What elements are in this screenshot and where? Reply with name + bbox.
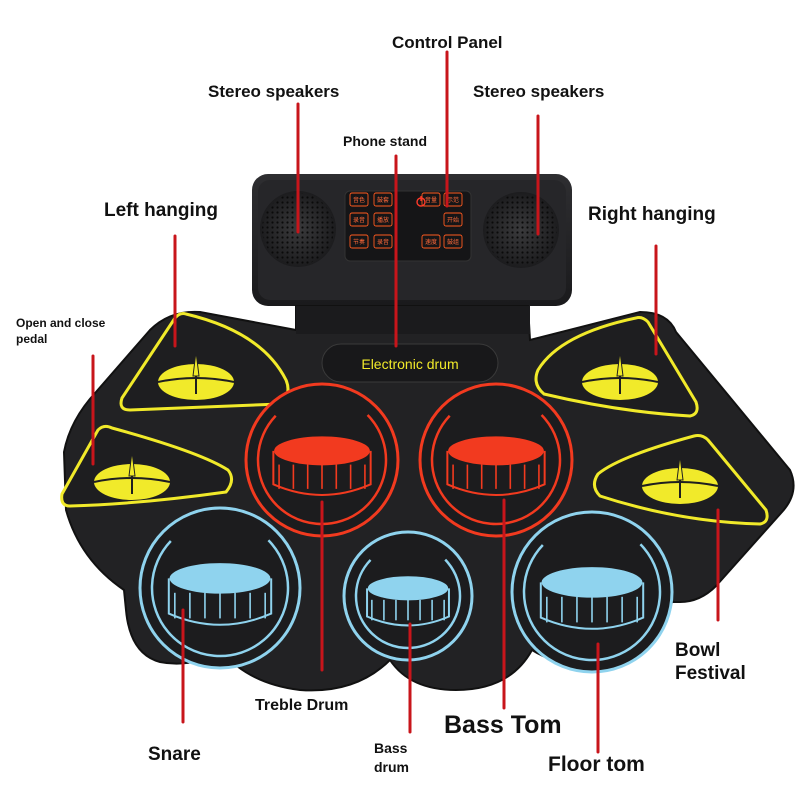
label-pedal-line1: Open and close [16,316,106,330]
label-bass-drum-line2: drum [374,759,409,775]
label-bowl-line1: Bowl [675,640,721,661]
phone-stand [296,306,530,334]
panel-button[interactable]: 录音 [373,234,393,249]
drum-icon [167,561,273,626]
drum-icon [272,434,372,496]
label-bass-tom: Bass Tom [444,711,562,739]
cymbal-icon [581,351,659,400]
svg-text:示范: 示范 [447,196,459,204]
drum-pad-treble-right[interactable] [406,370,586,550]
label-snare: Snare [148,744,201,765]
drum-icon [366,574,450,627]
label-left-hanging: Left hanging [104,200,218,221]
control-panel[interactable]: 音色鼓套音量示范录音播放开始节奏录音速度鼓组 [344,190,472,262]
svg-text:开始: 开始 [447,216,459,224]
drum-pad-bass-drum[interactable] [335,523,482,670]
label-stereo-speakers-right: Stereo speakers [473,82,605,101]
cymbal-pad-left-hanging[interactable] [119,312,290,412]
svg-text:音色: 音色 [353,196,365,204]
label-pedal-line2: pedal [16,332,48,346]
svg-text:录音: 录音 [353,216,365,224]
cymbal-icon [641,455,719,504]
name-plate: Electronic drum [321,343,499,383]
label-phone-stand: Phone stand [343,133,428,149]
panel-button[interactable]: 播放 [373,212,393,227]
label-floor-tom: Floor tom [548,753,645,776]
label-bowl-line2: Festival [675,663,746,684]
cymbal-icon [93,451,171,500]
drum-icon [446,434,546,496]
svg-text:鼓套: 鼓套 [377,196,389,204]
svg-text:播放: 播放 [377,216,389,224]
panel-button[interactable]: 鼓组 [443,234,463,249]
panel-button[interactable]: 录音 [349,212,369,227]
drum-pad-snare[interactable] [124,492,316,684]
drum-pad-floor-tom[interactable] [496,496,688,688]
cymbal-pad-open-close-pedal[interactable] [60,424,233,508]
drum-icon [539,565,645,630]
svg-text:鼓组: 鼓组 [447,238,459,246]
panel-button[interactable]: 开始 [443,212,463,227]
power-icon[interactable] [416,196,426,207]
svg-text:速度: 速度 [425,238,437,246]
svg-text:节奏: 节奏 [353,238,365,246]
svg-text:音量: 音量 [425,196,437,204]
speaker-grille-icon [483,192,559,268]
label-bass-drum-line1: Bass [374,740,408,756]
panel-button[interactable]: 音量 [421,192,441,207]
label-right-hanging: Right hanging [588,204,716,225]
svg-text:Electronic drum: Electronic drum [361,356,458,372]
svg-text:录音: 录音 [377,238,389,246]
speaker-box: 音色鼓套音量示范录音播放开始节奏录音速度鼓组 [252,174,572,306]
label-treble-drum: Treble Drum [255,697,349,714]
panel-button[interactable]: 示范 [443,192,463,207]
panel-button[interactable]: 音色 [349,192,369,207]
panel-button[interactable]: 速度 [421,234,441,249]
cymbal-icon [157,351,235,400]
panel-button[interactable]: 鼓套 [373,192,393,207]
panel-button[interactable]: 节奏 [349,234,369,249]
label-stereo-speakers-left: Stereo speakers [208,82,340,101]
cymbal-pad-bowl-festival[interactable] [593,434,769,526]
label-control-panel: Control Panel [392,33,503,52]
